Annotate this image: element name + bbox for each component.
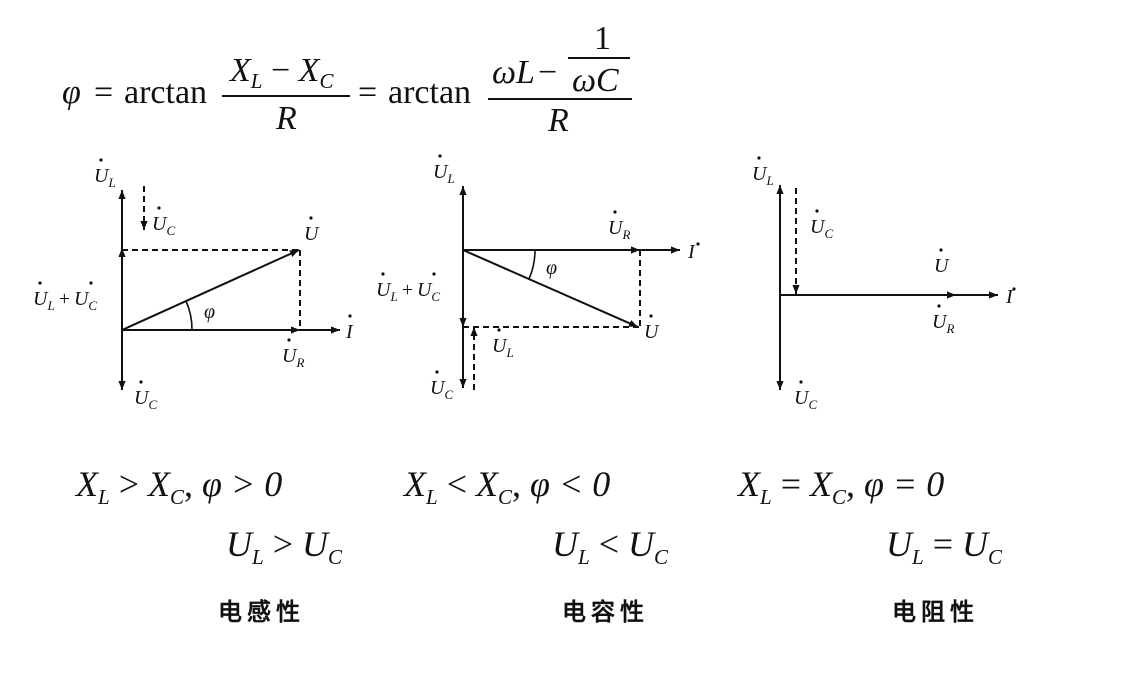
uc-subscript: C: [328, 545, 343, 569]
uc-symbol: U: [962, 524, 988, 564]
phi-arc: [528, 249, 536, 280]
label-current: I: [345, 321, 354, 343]
ul-symbol: U: [886, 524, 912, 564]
uc-symbol: U: [628, 524, 654, 564]
label-ul: UL: [752, 163, 774, 188]
capacitive-condition: XL < XC, φ < 0: [404, 464, 611, 509]
fraction2-bar: [488, 98, 632, 100]
relation-sign: <: [598, 524, 619, 564]
label-ur: UR: [932, 311, 954, 336]
xc-subscript: C: [832, 485, 847, 509]
label-ur: UR: [282, 345, 304, 370]
relation-sign: =: [932, 524, 953, 564]
resistive-phasor-diagram: [776, 185, 998, 390]
fraction2-omega-l: ωL: [492, 54, 535, 91]
label-u: U: [304, 223, 320, 245]
inductive-phasor-diagram: [118, 186, 340, 390]
label-ul-plus-uc: UL+UC: [33, 288, 97, 313]
xc-symbol: X: [810, 464, 832, 504]
formula-arctan-1: arctan: [124, 74, 208, 111]
ul-subscript: L: [578, 545, 590, 569]
capacitive-labels: UL UR I φ UL+UC U UL UC: [376, 154, 700, 402]
uc-symbol: U: [302, 524, 328, 564]
u-arrow: [121, 249, 300, 331]
phi-arc: [185, 300, 193, 331]
label-uc-bottom: UC: [794, 387, 817, 412]
inductive-voltage-relation: UL > UC: [226, 526, 342, 568]
label-ul: UL: [94, 165, 116, 190]
inner-fraction-bar: [568, 57, 630, 59]
uc-subscript: C: [988, 545, 1003, 569]
resistive-condition: XL = XC, φ = 0: [738, 464, 945, 509]
relation-sign: >: [118, 464, 139, 504]
ul-subscript: L: [252, 545, 264, 569]
ul-subscript: L: [912, 545, 924, 569]
formula-equals-2: =: [358, 74, 378, 111]
formula-arctan-2: arctan: [388, 74, 472, 111]
resistive-labels: UL UC U I UR UC: [752, 156, 1016, 412]
capacitive-nature-label: 电容性: [562, 598, 649, 626]
capacitive-voltage-relation: UL < UC: [552, 526, 668, 568]
label-phi: φ: [204, 301, 215, 323]
inner-denominator: ωC: [572, 62, 619, 99]
uc-subscript: C: [654, 545, 669, 569]
resistive-nature-label: 电阻性: [892, 598, 979, 626]
label-ul: UL: [433, 161, 455, 186]
label-current: I: [1005, 286, 1014, 308]
xl-subscript: L: [250, 69, 263, 93]
resistive-voltage-relation: UL = UC: [886, 526, 1002, 568]
xl-subscript: L: [426, 485, 438, 509]
xl-symbol: X: [76, 464, 98, 504]
inductive-condition: XL > XC, φ > 0: [76, 464, 283, 509]
fraction1-denominator: R: [276, 100, 297, 137]
xl-subscript: L: [98, 485, 110, 509]
ul-symbol: U: [552, 524, 578, 564]
formula-equals-1: =: [94, 74, 114, 111]
label-phi: φ: [546, 257, 557, 279]
xc-symbol: X: [298, 52, 320, 89]
phi-condition: φ = 0: [864, 464, 945, 504]
label-ur: UR: [608, 217, 630, 242]
label-current: I: [687, 241, 696, 263]
label-ul-plus-uc: UL+UC: [376, 279, 440, 304]
xl-subscript: L: [760, 485, 772, 509]
label-uc: UC: [430, 377, 453, 402]
phasor-dots: [38, 158, 352, 384]
phasor-dots: [381, 154, 700, 374]
label-ul-shifted: UL: [492, 335, 514, 360]
fraction1-bar: [222, 95, 350, 97]
xl-symbol: X: [230, 52, 251, 89]
capacitive-phasor-diagram: [459, 186, 680, 390]
fraction2-denominator: R: [548, 102, 569, 139]
inner-numerator-one: 1: [594, 20, 611, 57]
label-u: U: [644, 321, 660, 343]
phasor-dots: [757, 156, 1016, 384]
label-u: U: [934, 255, 950, 277]
fraction1-numerator: XL − XC: [230, 54, 333, 92]
u-arrow: [462, 249, 639, 328]
ul-symbol: U: [226, 524, 252, 564]
relation-sign: <: [446, 464, 467, 504]
relation-sign: =: [780, 464, 801, 504]
xl-symbol: X: [738, 464, 760, 504]
label-uc-top: UC: [152, 213, 175, 238]
xc-symbol: X: [476, 464, 498, 504]
inductive-nature-label: 电感性: [218, 598, 305, 626]
formula-phi: φ: [62, 74, 81, 111]
phi-condition: φ > 0: [202, 464, 283, 504]
inductive-labels: UL UC U UL+UC φ I UR UC: [33, 158, 354, 412]
phi-condition: φ < 0: [530, 464, 611, 504]
label-uc-bottom: UC: [134, 387, 157, 412]
label-uc-top: UC: [810, 216, 833, 241]
minus-sign: −: [270, 52, 291, 89]
xc-subscript: C: [319, 69, 334, 93]
fraction2-minus: −: [538, 54, 558, 91]
xc-subscript: C: [498, 485, 513, 509]
xc-symbol: X: [148, 464, 170, 504]
xl-symbol: X: [404, 464, 426, 504]
xc-subscript: C: [170, 485, 185, 509]
phase-angle-formula: φ = arctan XL − XC R = arctan ωL − 1 ωC …: [62, 22, 682, 152]
relation-sign: >: [272, 524, 293, 564]
